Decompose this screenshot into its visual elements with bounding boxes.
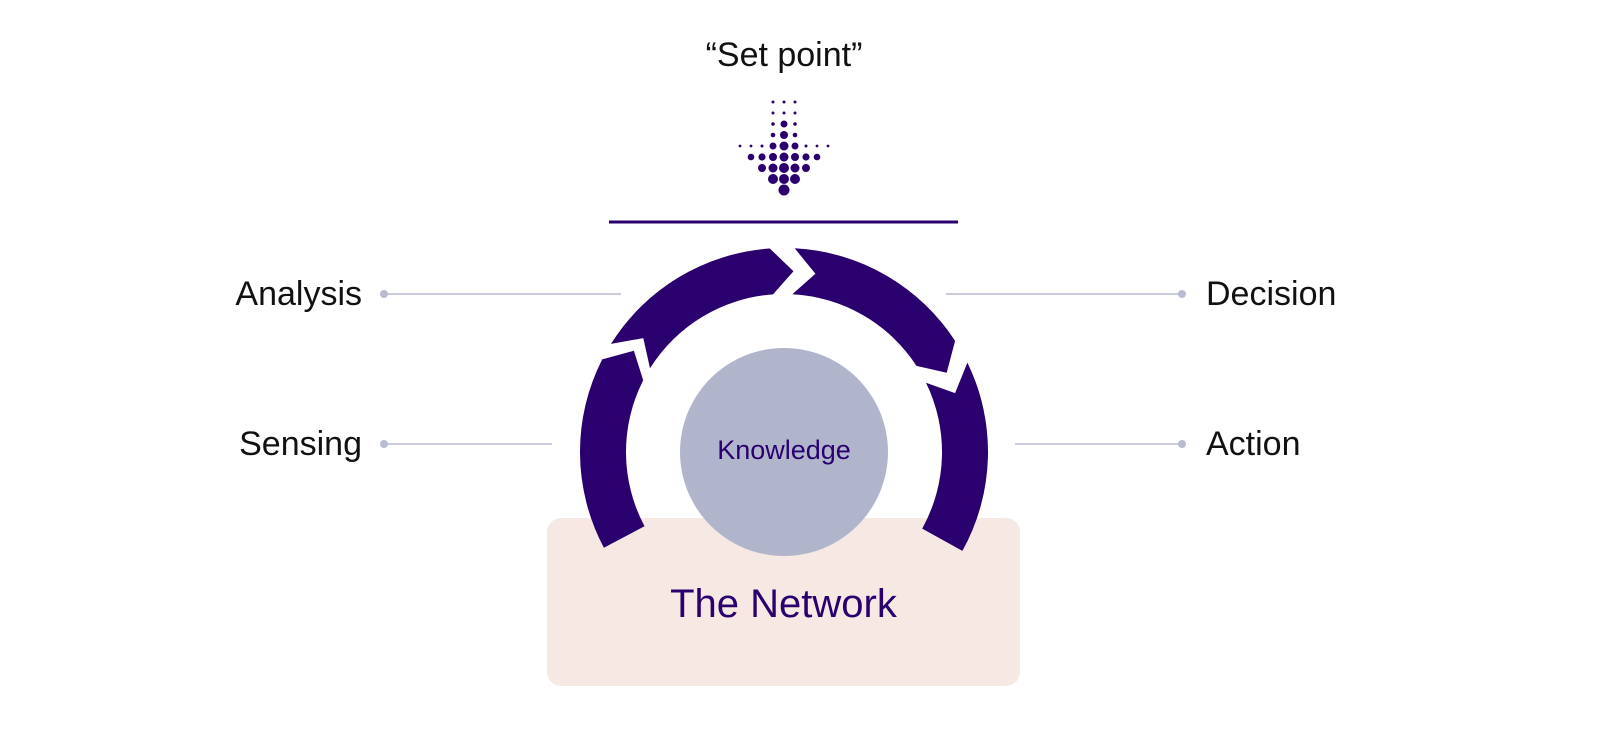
stage-sensing: Sensing — [239, 425, 362, 463]
arrow-dot — [768, 163, 778, 173]
arrow-dot — [769, 153, 777, 161]
arrow-action — [922, 362, 989, 551]
connector-analysis — [380, 290, 621, 298]
arrow-dot — [779, 141, 789, 151]
stage-decision: Decision — [1206, 275, 1337, 313]
network-label: The Network — [670, 582, 897, 626]
setpoint-label: “Set point” — [705, 36, 863, 74]
arrow-dot — [769, 142, 777, 150]
arrow-dot — [779, 163, 789, 173]
connector-sensing — [380, 440, 552, 448]
knowledge-label: Knowledge — [717, 435, 851, 465]
arrow-dot — [815, 144, 819, 148]
stage-analysis: Analysis — [235, 275, 362, 313]
arrow-dot — [782, 100, 786, 104]
arrow-dot — [768, 174, 778, 184]
arrow-dot — [758, 164, 766, 172]
arrow-dot — [793, 122, 797, 126]
arrow-dot — [771, 100, 775, 104]
arrow-dot — [790, 174, 800, 184]
arrow-analysis — [611, 248, 794, 369]
arrow-dot — [792, 132, 798, 138]
arrow-dot — [738, 144, 742, 148]
arrow-dot — [780, 131, 788, 139]
connector-action — [1015, 440, 1186, 448]
arrow-dot — [758, 153, 766, 161]
cycle-arrows — [579, 248, 989, 551]
knowledge-circle — [680, 348, 888, 556]
arrow-dot — [779, 152, 789, 162]
arrow-dot — [770, 132, 776, 138]
arrow-dot — [793, 111, 797, 115]
arrow-dot — [782, 111, 786, 115]
arrow-dot — [804, 144, 808, 148]
arrow-dot — [826, 144, 830, 148]
arrow-dot — [793, 100, 797, 104]
connector-decision — [946, 290, 1186, 298]
arrow-dot — [771, 111, 775, 115]
arrow-dot — [802, 164, 810, 172]
arrow-dot — [780, 120, 788, 128]
arrow-dot — [749, 144, 753, 148]
arrow-dot — [760, 144, 764, 148]
arrow-dot — [791, 142, 799, 150]
network-box — [547, 518, 1020, 686]
arrow-dot — [791, 153, 799, 161]
arrow-dot — [813, 153, 821, 161]
arrow-dot — [790, 163, 800, 173]
arrow-sensing — [579, 350, 645, 548]
arrow-dot — [771, 122, 775, 126]
arrow-decision — [792, 248, 956, 373]
arrow-dot — [747, 153, 755, 161]
setpoint-arrow-icon — [738, 100, 830, 196]
arrow-dot — [778, 184, 790, 196]
arrow-dot — [779, 174, 789, 184]
stage-action: Action — [1206, 425, 1301, 463]
arrow-dot — [802, 153, 810, 161]
